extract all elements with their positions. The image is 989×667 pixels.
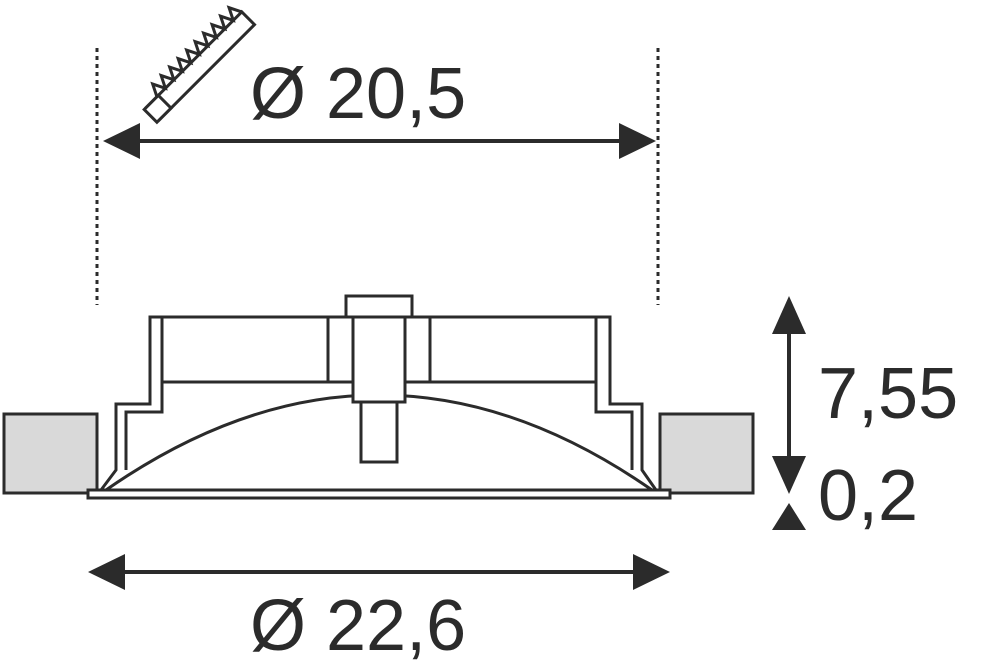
arrowhead-up-small [772,503,806,530]
stem-lower [359,400,399,464]
arrowhead-up [772,296,806,334]
ceiling-right [658,412,755,495]
arrowhead-down [772,456,806,494]
arrowhead-left-bottom [88,554,125,590]
saw-blade-icon [142,5,257,125]
height-label: 7,55 [818,354,958,434]
flange-thickness-label: 0,2 [818,456,918,536]
arrowhead-left [103,123,140,159]
cutout-diameter-dimension: Ø 20,5 [103,54,656,159]
height-dimension: 7,55 0,2 [772,296,958,536]
cutout-diameter-label: Ø 20,5 [250,54,466,134]
stem-upper [351,315,407,404]
outer-diameter-label: Ø 22,6 [250,586,466,666]
arrowhead-right [619,123,656,159]
outer-diameter-dimension: Ø 22,6 [88,554,670,666]
arrowhead-right-bottom [633,554,670,590]
top-connector [344,294,414,319]
ceiling-left [2,412,99,495]
luminaire-body [86,294,672,500]
cutout-extension-lines [95,48,660,305]
